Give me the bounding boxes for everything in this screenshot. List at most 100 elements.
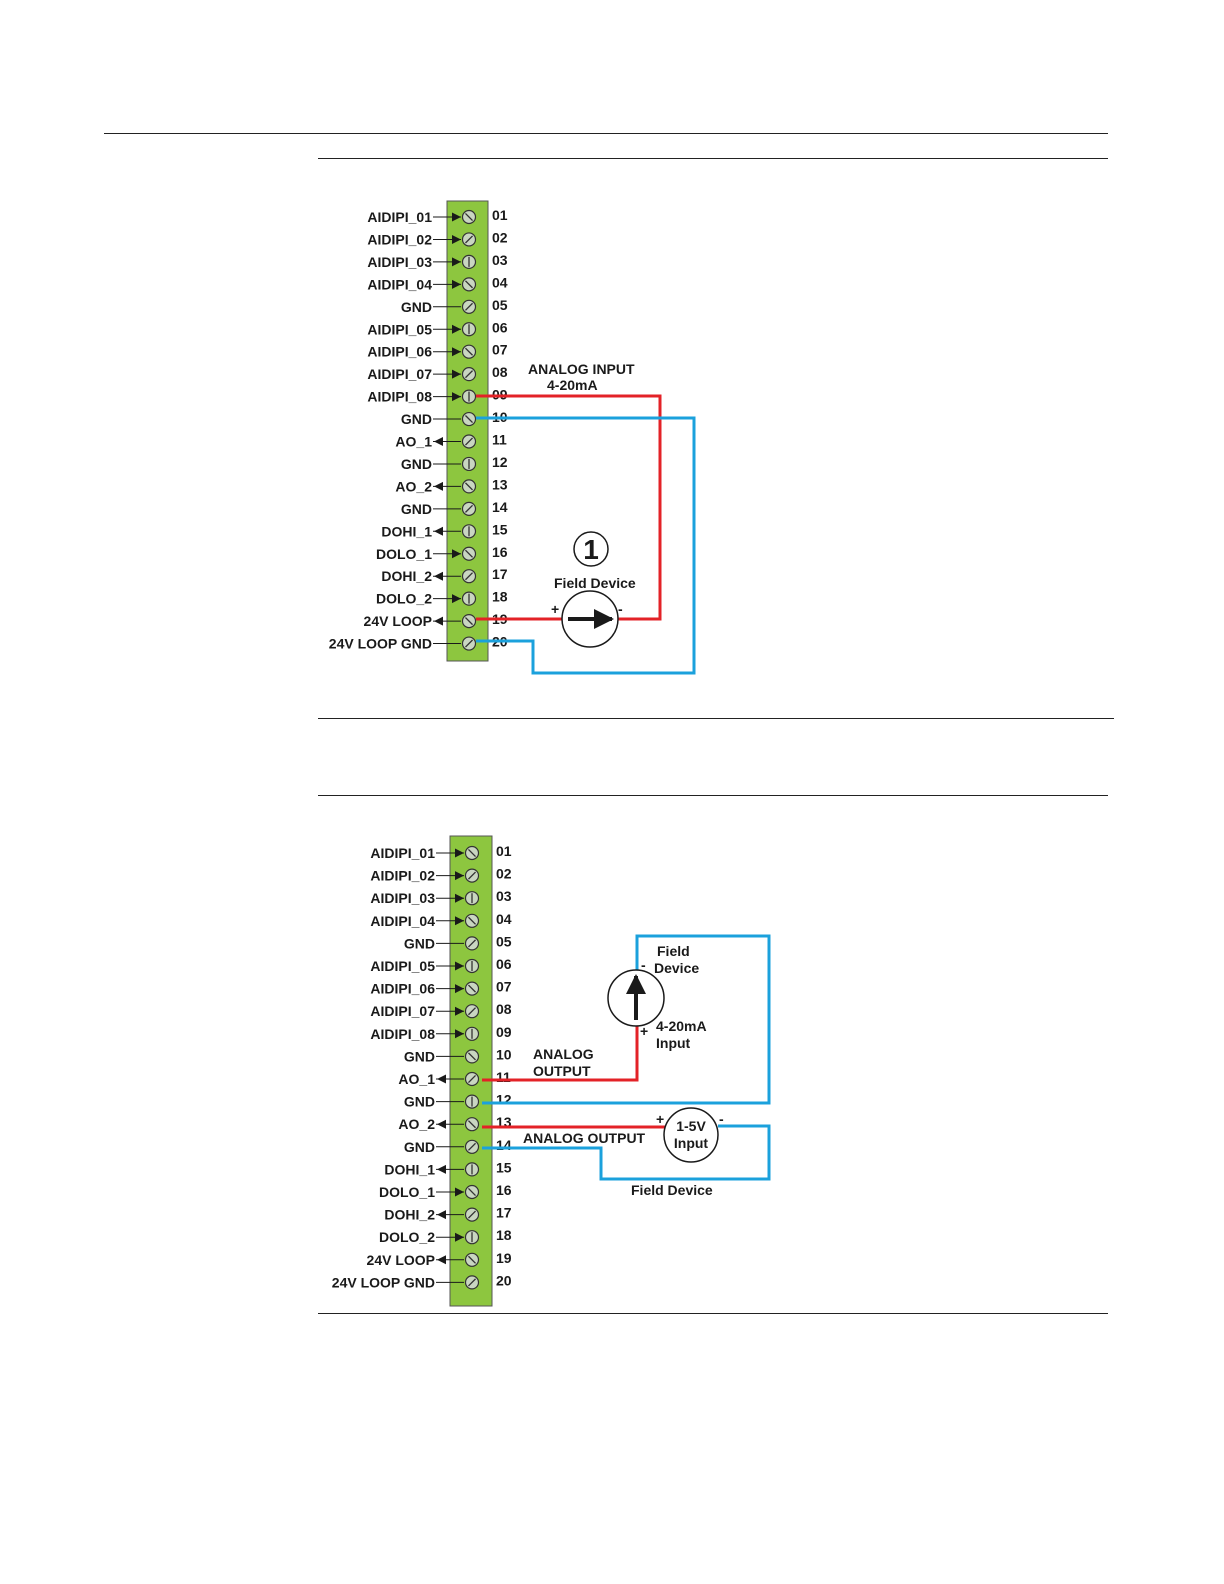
terminal-label: AIDIPI_07 <box>370 1003 435 1019</box>
device-number-circle-icon <box>573 531 609 567</box>
input-arrow-icon <box>455 871 464 881</box>
output-arrow-icon <box>437 1164 446 1174</box>
terminal-label: AIDIPI_05 <box>370 958 435 974</box>
terminal-label: 24V LOOP <box>367 1252 435 1268</box>
terminal-number: 17 <box>496 1205 512 1221</box>
terminal-number: 15 <box>496 1159 512 1175</box>
screw-slot-icon <box>468 984 476 993</box>
plus-sign: + <box>551 601 559 617</box>
figure2-top-rule <box>318 795 1108 796</box>
screw-slot-icon <box>465 504 473 513</box>
screw-slot-icon <box>468 1210 476 1219</box>
input-arrow-icon <box>455 1187 464 1197</box>
minus-sign: - <box>618 601 623 617</box>
field-device-1-minus: - <box>641 957 646 973</box>
field-device-1-label-line1: Field <box>657 943 690 959</box>
analog-input-title: ANALOG INPUT <box>528 361 635 377</box>
terminal-number: 08 <box>496 1001 512 1017</box>
terminal-label: GND <box>401 411 432 427</box>
screw-slot-icon <box>465 280 473 289</box>
current-input-label-line1: 4-20mA <box>656 1018 707 1034</box>
screw-slot-icon <box>468 1278 476 1287</box>
field-device-1-label-line2: Device <box>654 960 699 976</box>
terminal-number: 11 <box>496 1069 511 1085</box>
terminal-number: 04 <box>492 274 508 290</box>
terminal-label: AO_1 <box>395 434 432 450</box>
terminal-number: 06 <box>492 319 508 335</box>
screw-slot-icon <box>465 370 473 379</box>
terminal-number: 16 <box>492 544 508 560</box>
screw-slot-icon <box>468 916 476 925</box>
terminal-number: 18 <box>496 1227 512 1243</box>
analog-output-1-wire <box>482 1026 639 1082</box>
output-arrow-icon <box>434 481 443 491</box>
input-arrow-icon <box>455 893 464 903</box>
output-arrow-icon <box>434 616 443 626</box>
header-rule <box>104 133 1108 134</box>
input-arrow-icon <box>452 594 461 604</box>
terminal-number: 04 <box>496 911 512 927</box>
terminal-number: 12 <box>492 454 508 470</box>
analog-output-label-line1: ANALOG <box>533 1046 594 1062</box>
input-arrow-icon <box>452 212 461 222</box>
screw-slot-icon <box>465 482 473 491</box>
terminal-label: AIDIPI_05 <box>367 321 432 337</box>
terminal-label: AIDIPI_08 <box>370 1026 435 1042</box>
screw-slot-icon <box>468 871 476 880</box>
terminal-number: 15 <box>492 521 508 537</box>
output-arrow-icon <box>437 1255 446 1265</box>
input-arrow-icon <box>452 347 461 357</box>
terminal-label: GND <box>404 1048 435 1064</box>
screw-slot-icon <box>465 347 473 356</box>
terminal-label: AIDIPI_01 <box>367 209 432 225</box>
screw-slot-icon <box>468 849 476 857</box>
terminal-number: 08 <box>492 364 508 380</box>
terminal-label: AO_2 <box>398 1116 435 1132</box>
screw-slot-icon <box>468 1142 476 1151</box>
analog-output-label-line2: OUTPUT <box>533 1063 591 1079</box>
screw-slot-icon <box>465 549 473 558</box>
terminal-block-body <box>446 200 489 662</box>
terminal-number: 19 <box>496 1250 512 1266</box>
terminal-label: AIDIPI_06 <box>370 981 435 997</box>
terminal-label: DOHI_1 <box>381 523 432 539</box>
screw-slot-icon <box>465 302 473 311</box>
field-device-2-voltage-icon <box>663 1107 719 1163</box>
terminal-label: AO_2 <box>395 478 432 494</box>
terminal-label: 24V LOOP GND <box>329 636 432 652</box>
terminal-number: 12 <box>496 1092 512 1108</box>
screw-slot-icon <box>465 639 473 648</box>
terminal-label: GND <box>404 1094 435 1110</box>
terminal-label: AIDIPI_03 <box>367 254 432 270</box>
terminal-number: 20 <box>496 1272 512 1288</box>
field-device-1-ground-wire <box>482 934 771 1105</box>
terminal-number: 14 <box>492 499 508 515</box>
input-arrow-icon <box>452 549 461 559</box>
screw-slot-icon <box>465 437 473 446</box>
terminal-label: DOHI_2 <box>384 1207 435 1223</box>
analog-output-2-label: ANALOG OUTPUT <box>523 1130 646 1146</box>
screw-slot-icon <box>465 617 473 626</box>
figure1-bottom-rule <box>318 718 1114 719</box>
screw-slot-icon <box>468 1255 476 1264</box>
terminal-number: 02 <box>492 229 508 245</box>
terminal-label: GND <box>401 299 432 315</box>
terminal-label: AO_1 <box>398 1071 435 1087</box>
screw-slot-icon <box>468 1188 476 1196</box>
current-input-label-line2: Input <box>656 1035 691 1051</box>
analog-input-positive-wire <box>476 394 662 621</box>
terminal-number: 03 <box>492 252 508 268</box>
output-arrow-icon <box>437 1210 446 1220</box>
terminal-label: GND <box>401 501 432 517</box>
input-arrow-icon <box>455 1006 464 1016</box>
field-device-label: Field Device <box>554 575 636 591</box>
terminal-number: 05 <box>492 297 508 313</box>
input-arrow-icon <box>455 1029 464 1039</box>
analog-input-ground-wire <box>476 416 696 675</box>
terminal-number: 01 <box>492 207 508 223</box>
terminal-number: 09 <box>496 1024 512 1040</box>
screw-slot-icon <box>465 235 473 244</box>
